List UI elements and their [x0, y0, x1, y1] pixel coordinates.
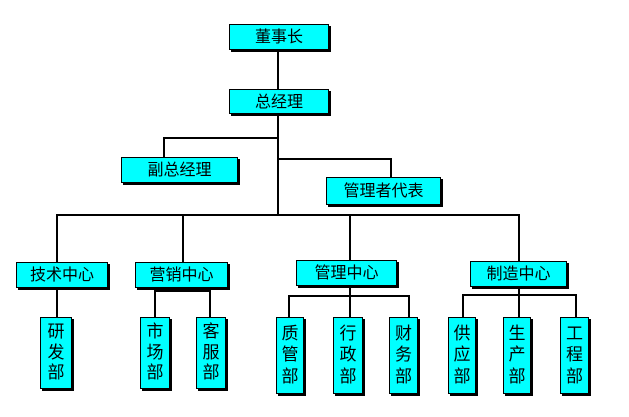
department-label-char: 部: [281, 366, 299, 387]
department-label-char: 财: [395, 323, 412, 344]
department-label-char: 部: [339, 366, 357, 387]
connector-management-to-quality: [288, 295, 290, 317]
marketing-center-box: 营销中心: [135, 262, 228, 288]
tech-center-box: 技术中心: [16, 262, 108, 288]
connector-management-center: [349, 214, 351, 260]
department-label-char: 生: [508, 323, 526, 344]
department-label-char: 部: [395, 366, 412, 387]
customer-service-department-box: 客服部: [196, 317, 226, 389]
department-label-char: 部: [453, 366, 471, 387]
connector-manufacturing-to-production: [518, 286, 520, 317]
connector-chairman-to-gm: [277, 50, 279, 89]
department-label-char: 管: [281, 345, 299, 365]
admin-department-box: 行政部: [333, 317, 363, 394]
department-label-char: 政: [339, 345, 357, 365]
department-label-char: 客: [202, 322, 220, 343]
department-label-char: 研: [47, 322, 65, 343]
department-label-char: 部: [202, 362, 220, 383]
management-center-box: 管理中心: [296, 260, 397, 286]
department-label-char: 部: [566, 366, 583, 387]
management-representative-box: 管理者代表: [326, 177, 441, 205]
department-label-char: 发: [47, 342, 65, 363]
connector-deputy-branch-vertical: [163, 137, 165, 157]
connector-centers-bus: [56, 214, 520, 216]
department-label-char: 部: [146, 362, 164, 383]
market-department-box: 市场部: [140, 317, 170, 389]
department-label-char: 行: [339, 323, 357, 344]
department-label-char: 工: [566, 323, 583, 344]
connector-representative-branch-vertical: [390, 158, 392, 177]
quality-department-box: 质管部: [276, 317, 304, 394]
deputy-general-manager-box: 副总经理: [121, 157, 238, 183]
connector-manufacturing-center: [518, 214, 520, 261]
connector-manufacturing-to-supply: [462, 294, 464, 317]
manufacturing-center-box: 制造中心: [470, 261, 567, 287]
department-label-char: 务: [395, 345, 412, 365]
department-label-char: 服: [202, 342, 220, 363]
finance-department-box: 财务部: [389, 317, 418, 394]
connector-management-to-admin: [349, 286, 351, 317]
connector-manufacturing-to-engineering: [575, 294, 577, 317]
connector-deputy-branch-horizontal: [163, 137, 278, 139]
department-label-char: 应: [453, 345, 471, 365]
supply-department-box: 供应部: [448, 317, 476, 394]
department-label-char: 供: [453, 323, 471, 344]
connector-gm-to-trunk: [277, 113, 279, 215]
department-label-char: 程: [566, 345, 583, 365]
department-label-char: 质: [281, 323, 299, 344]
connector-tech-to-rnd: [56, 287, 58, 317]
connector-marketing-to-market: [154, 290, 156, 317]
department-label-char: 部: [47, 362, 65, 383]
department-label-char: 场: [146, 342, 164, 363]
connector-marketing-center: [182, 214, 184, 262]
connector-management-to-finance: [408, 295, 410, 317]
rnd-department-box: 研发部: [40, 317, 72, 389]
department-label-char: 市: [146, 322, 164, 343]
connector-marketing-bus: [154, 290, 211, 292]
connector-representative-branch-horizontal: [277, 158, 392, 160]
production-department-box: 生产部: [503, 317, 531, 394]
engineering-department-box: 工程部: [560, 317, 589, 394]
connector-marketing-to-service: [209, 290, 211, 317]
department-label-char: 部: [508, 366, 526, 387]
connector-tech-center: [56, 214, 58, 262]
general-manager-box: 总经理: [229, 89, 329, 114]
chairman-box: 董事长: [229, 24, 329, 50]
department-label-char: 产: [508, 345, 526, 365]
